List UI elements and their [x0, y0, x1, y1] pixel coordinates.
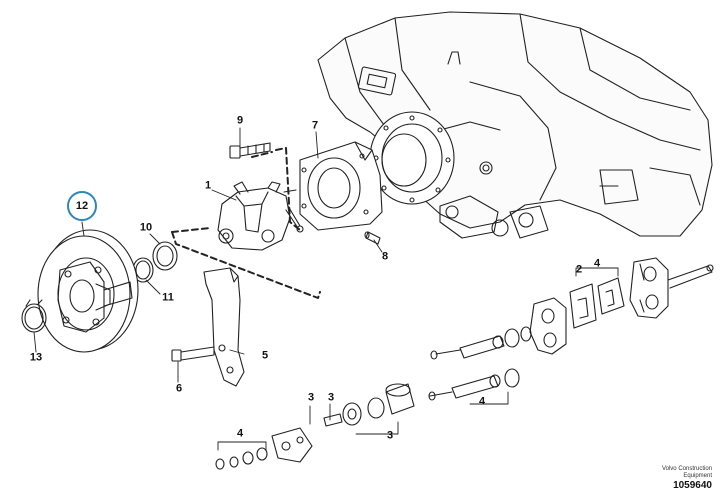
- callout-12-highlighted: 12: [67, 191, 97, 221]
- callout-11: 11: [162, 291, 174, 304]
- part-4-small-parts: [215, 427, 313, 470]
- part-8-pin: [364, 231, 381, 245]
- part-9-bolt: [229, 142, 271, 159]
- part-10-seal-ring: [152, 241, 178, 271]
- callout-10: 10: [139, 221, 153, 234]
- brand-line-1: Volvo Construction: [661, 466, 712, 472]
- callout-1: 1: [204, 179, 212, 192]
- callout-4-b: 4: [478, 395, 486, 408]
- callout-3-a: 3: [307, 391, 315, 404]
- callout-3-c: 3: [386, 429, 394, 442]
- callout-13: 13: [29, 351, 43, 364]
- part-2-caliper-housing: [629, 257, 714, 319]
- part-2-caliper-half: [529, 297, 567, 355]
- callout-2: 2: [575, 263, 583, 276]
- callout-3-b: 3: [327, 391, 335, 404]
- part-12-brake-disc: [37, 229, 139, 353]
- callout-9: 9: [236, 114, 244, 127]
- brand-line-2: Equipment: [683, 473, 712, 479]
- callout-leader-lines: [33, 127, 619, 451]
- callout-6: 6: [175, 382, 183, 395]
- callout-8: 8: [381, 250, 389, 263]
- part-2-brake-pads: [569, 277, 625, 329]
- drawing-number: 1059640: [673, 480, 712, 491]
- callout-4-a: 4: [593, 257, 601, 270]
- part-6-bolt: [171, 346, 215, 362]
- part-5-mounting-bracket: [203, 267, 245, 387]
- callout-4-c: 4: [236, 427, 244, 440]
- callout-7: 7: [311, 119, 319, 132]
- drawing-id-block: Volvo Construction Equipment 1059640: [662, 466, 712, 492]
- axle-hub-flange: [369, 111, 549, 239]
- part-1-caliper: [217, 181, 304, 251]
- callout-5: 5: [261, 349, 269, 362]
- part-3-seal-set: [323, 383, 415, 427]
- callout-12: 12: [75, 200, 89, 212]
- assembly-dashed-lines: [171, 147, 321, 299]
- part-4-pistons: [428, 326, 532, 401]
- part-7-bracket: [299, 141, 383, 231]
